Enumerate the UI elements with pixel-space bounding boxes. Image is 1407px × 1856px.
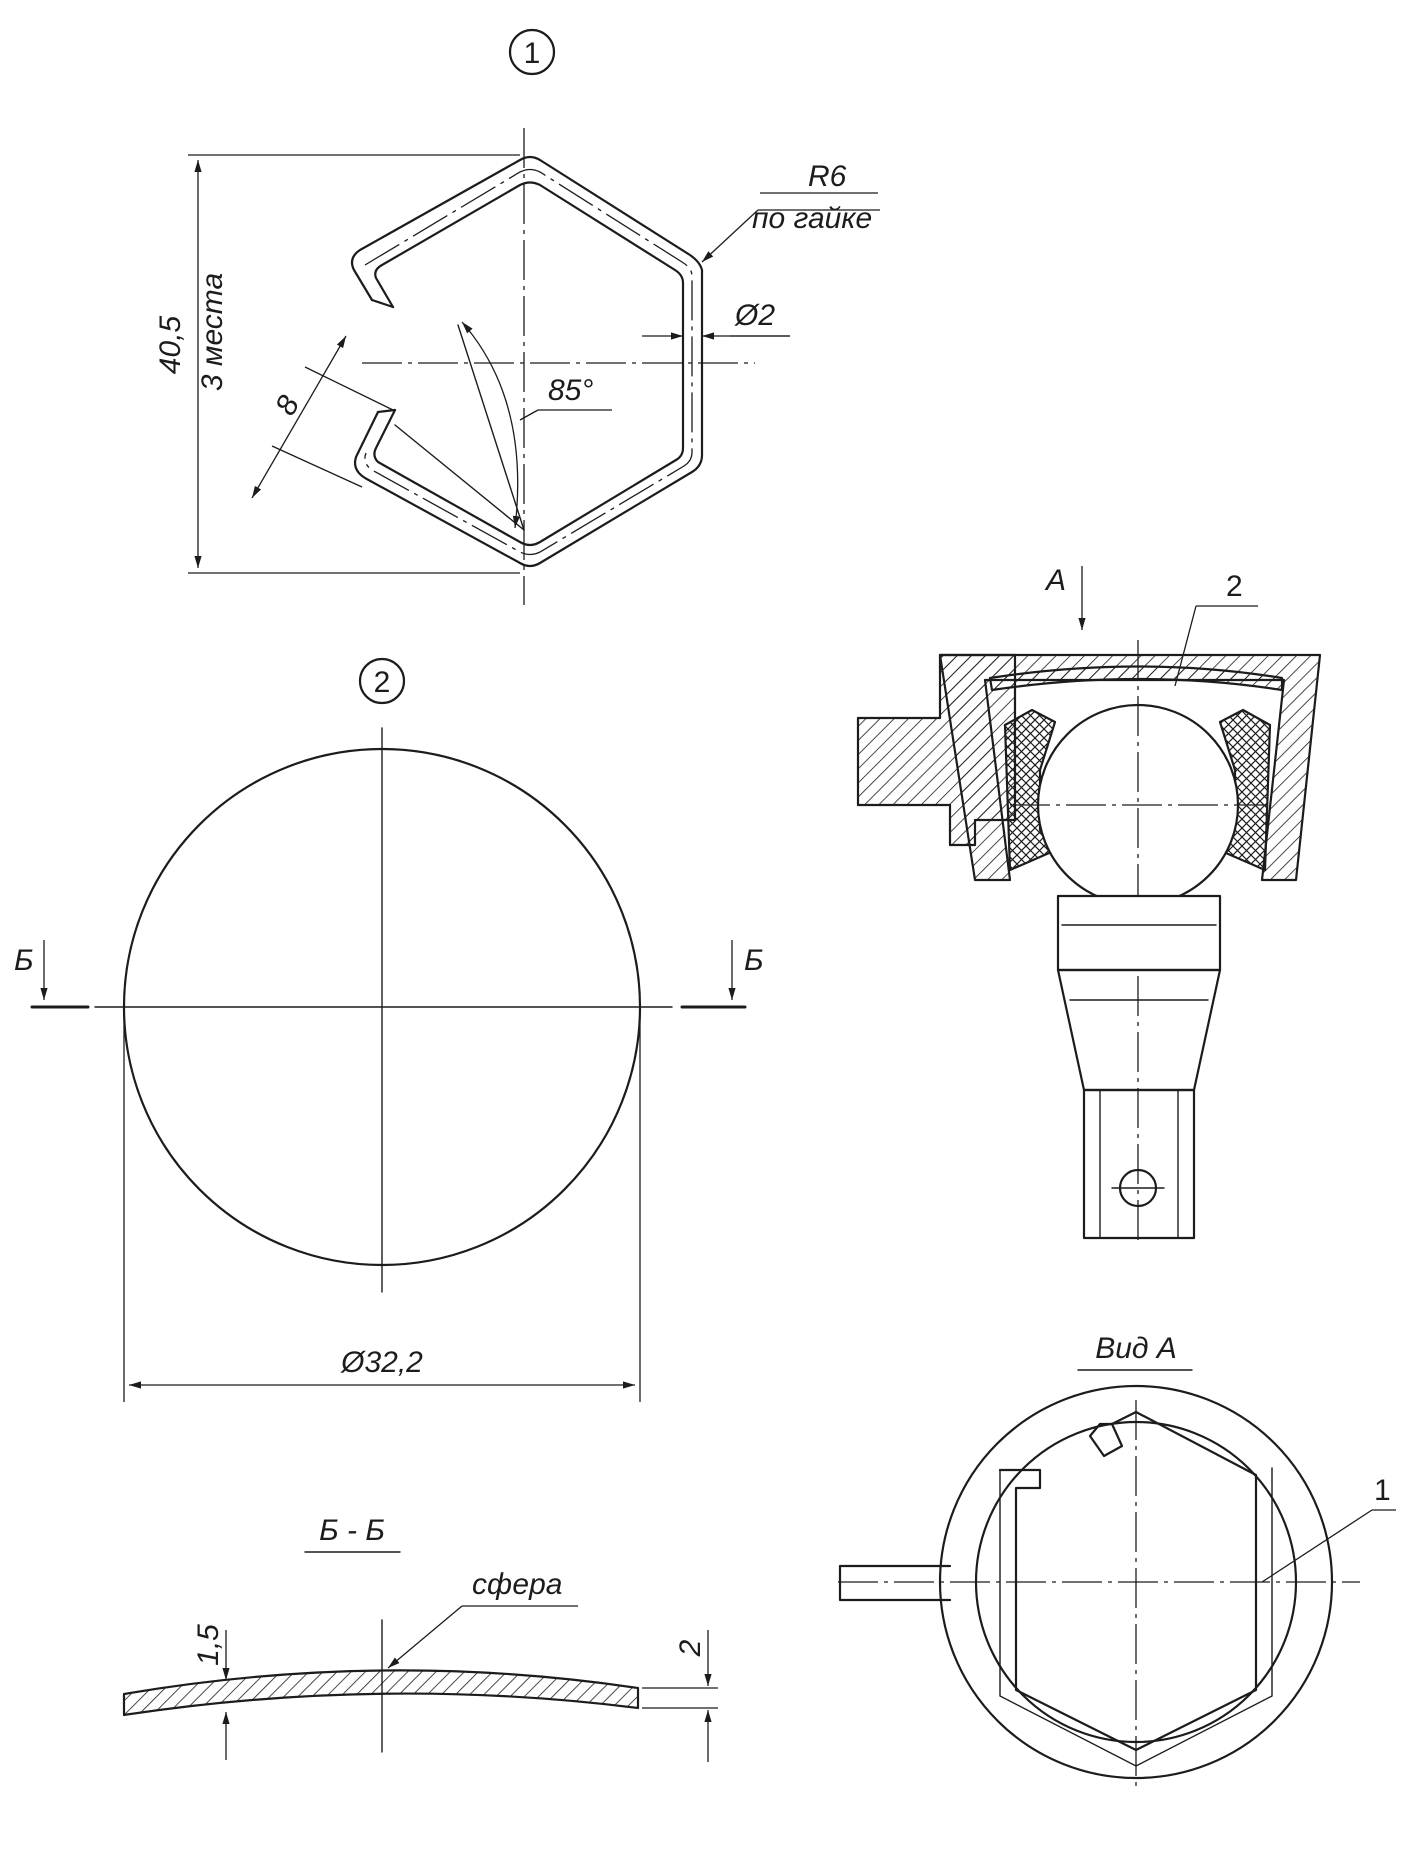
dim-height-value: 40,5 — [154, 315, 187, 374]
view-a: Вид А 1 — [838, 1332, 1396, 1790]
sphere-note: сфера — [472, 1568, 562, 1601]
view-a-hex-retainer-tab — [1088, 1422, 1124, 1458]
detail-2-disc: 2 Б Б Ø32,2 — [14, 657, 764, 1402]
angle-leg-lower — [394, 424, 525, 531]
dim-height-note: 3 места — [196, 273, 229, 391]
radius-leader — [701, 209, 759, 263]
callout-1-label: 1 — [524, 37, 541, 70]
gap-ext-1 — [304, 366, 394, 411]
wire-diameter-label: Ø2 — [734, 299, 775, 332]
view-a-lever-arm — [838, 1564, 952, 1602]
section-bb-profile — [122, 1669, 640, 1717]
radius-note: по гайке — [752, 202, 872, 235]
gap-dim-line — [251, 335, 347, 499]
view-a-housing-outer — [938, 1384, 1334, 1780]
ball-stud-shank — [1082, 1088, 1196, 1240]
ball-stud-neck — [1056, 894, 1222, 972]
gap-label: 8 — [269, 390, 306, 421]
gap-ext-2 — [271, 445, 363, 488]
thk-right-label: 2 — [674, 1639, 707, 1657]
section-mark-left-label: Б — [14, 944, 34, 977]
wire-centerline — [364, 168, 693, 556]
view-a-hex-retainer-inner — [999, 1467, 1273, 1767]
angle-arc — [461, 321, 520, 529]
wire-end-bottom — [376, 408, 397, 414]
callout-2-circle — [358, 657, 406, 705]
angle-label: 85° — [548, 374, 593, 407]
section-bb: Б - Б сфера 1,5 2 — [122, 1514, 718, 1762]
thk-left-label: 1,5 — [192, 1624, 225, 1666]
callout-1-circle — [508, 28, 556, 76]
angle-leg-upper — [457, 324, 525, 531]
detail-1-hex-retainer: 1 40,5 3 места R6 по гайке Ø2 — [154, 28, 880, 605]
angle-leader — [519, 409, 539, 421]
view-a-hex-retainer — [998, 1410, 1258, 1752]
ball-stud-taper — [1056, 968, 1222, 1092]
section-mark-right-label: Б — [744, 944, 764, 977]
view-a-marker-label: А — [1044, 564, 1066, 597]
wire-end-top — [370, 298, 395, 309]
wire-inner-edge — [373, 181, 685, 547]
callout-2-label: 2 — [374, 666, 391, 699]
view-a-title: Вид А — [1095, 1332, 1177, 1365]
housing-cover-disc — [988, 665, 1284, 692]
sphere-leader — [387, 1605, 463, 1669]
section-bb-title: Б - Б — [319, 1514, 385, 1547]
wire-outer-edge — [350, 155, 704, 568]
radius-value: R6 — [808, 160, 847, 193]
view-a-callout-1-label: 1 — [1374, 1474, 1391, 1507]
disc-diameter-label: Ø32,2 — [340, 1346, 423, 1379]
ball-joint-assembly: А 2 — [856, 564, 1322, 1240]
view-a-callout-1-leader — [1261, 1509, 1373, 1583]
assembly-callout-2-label: 2 — [1226, 570, 1243, 603]
